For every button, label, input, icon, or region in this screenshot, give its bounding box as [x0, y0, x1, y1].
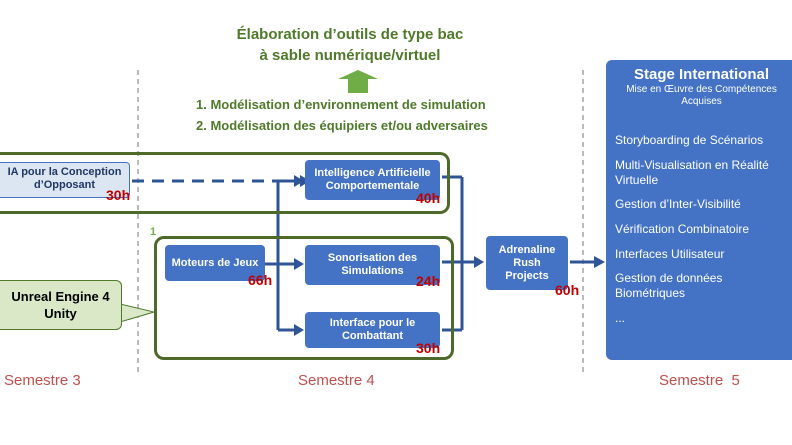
arrow-head-stage — [594, 256, 605, 268]
stage-item: Interfaces Utilisateur — [615, 247, 725, 261]
stage-item: Multi-Visualisation en Réalité Virtuelle — [615, 158, 769, 187]
moteurs-hours: 66h — [248, 272, 273, 288]
moteurs-label: Moteurs de Jeux — [171, 256, 259, 269]
engine-callout-line1: Unreal Engine 4 — [11, 289, 110, 304]
stage-title: Stage International — [633, 66, 770, 83]
ia-conception-hours: 30h — [106, 187, 131, 203]
adrenaline-line1: Adrenaline — [498, 243, 556, 256]
stage-item: Vérification Combinatoire — [615, 222, 750, 236]
arrow-head-ia — [294, 175, 304, 187]
stage-item: Gestion de données Biométriques — [615, 271, 723, 300]
interface-line2: Combattant — [341, 330, 404, 342]
engine-callout: Unreal Engine 4 Unity — [0, 280, 122, 330]
stage-item: Storyboarding de Scénarios — [615, 133, 764, 147]
sonorisation-line1: Sonorisation des — [327, 252, 418, 264]
up-arrow-shaft — [348, 79, 368, 93]
stage-subtitle2: Acquises — [681, 96, 722, 107]
semester-4-label: Semestre 4 — [298, 372, 375, 389]
adrenaline-line2: Rush — [513, 256, 541, 269]
arrow-head-sono — [294, 258, 304, 270]
simulation-frame — [154, 236, 454, 360]
semester-5-label: Semestre 5 — [659, 372, 740, 389]
moteurs-box: Moteurs de Jeux — [165, 245, 265, 281]
goal-line1: Élaboration d’outils de type bac — [236, 26, 464, 43]
ia-frame — [0, 152, 450, 214]
up-arrow-icon — [338, 70, 378, 79]
ia-conception-line2: d’Opposant — [33, 179, 96, 191]
ia-conception-box: IA pour la Conception d’Opposant — [0, 162, 130, 198]
ia-comportementale-hours: 40h — [416, 190, 441, 206]
ia-comportementale-line2: Comportementale — [325, 180, 420, 192]
semester-3-label: Semestre 3 — [4, 372, 81, 389]
ia-comportementale-box: Intelligence Artificielle Comportemental… — [305, 160, 440, 200]
callout-tail — [119, 303, 156, 323]
adrenaline-box: Adrenaline Rush Projects — [486, 236, 568, 290]
interface-line1: Interface pour le — [329, 317, 416, 329]
ia-comportementale-line1: Intelligence Artificielle — [314, 167, 431, 179]
stage-subtitle1: Mise en Œuvre des Compétences — [626, 84, 777, 95]
interface-hours: 30h — [416, 340, 441, 356]
sonorisation-line2: Simulations — [341, 265, 404, 277]
adrenaline-hours: 60h — [555, 282, 580, 298]
frame-number-label: 1 — [150, 226, 157, 238]
goal-title: Élaboration d’outils de type bac à sable… — [200, 24, 500, 66]
sonorisation-hours: 24h — [416, 273, 441, 289]
goal-line2: à sable numérique/virtuel — [259, 47, 441, 64]
ia-conception-line1: IA pour la Conception — [7, 166, 122, 178]
arrow-head-interface — [294, 324, 304, 336]
stage-panel: Stage International Mise en Œuvre des Co… — [606, 60, 792, 360]
step-2: 2. Modélisation des équipiers et/ou adve… — [196, 118, 488, 133]
step-1: 1. Modélisation d’environnement de simul… — [196, 97, 486, 112]
arrow-head-adrenaline — [474, 256, 484, 268]
engine-callout-line2: Unity — [44, 306, 77, 321]
stage-item: Gestion d’Inter-Visibilité — [615, 197, 741, 211]
sonorisation-box: Sonorisation des Simulations — [305, 245, 440, 285]
stage-item: ... — [615, 311, 626, 325]
adrenaline-line3: Projects — [505, 269, 549, 282]
interface-box: Interface pour le Combattant — [305, 312, 440, 348]
